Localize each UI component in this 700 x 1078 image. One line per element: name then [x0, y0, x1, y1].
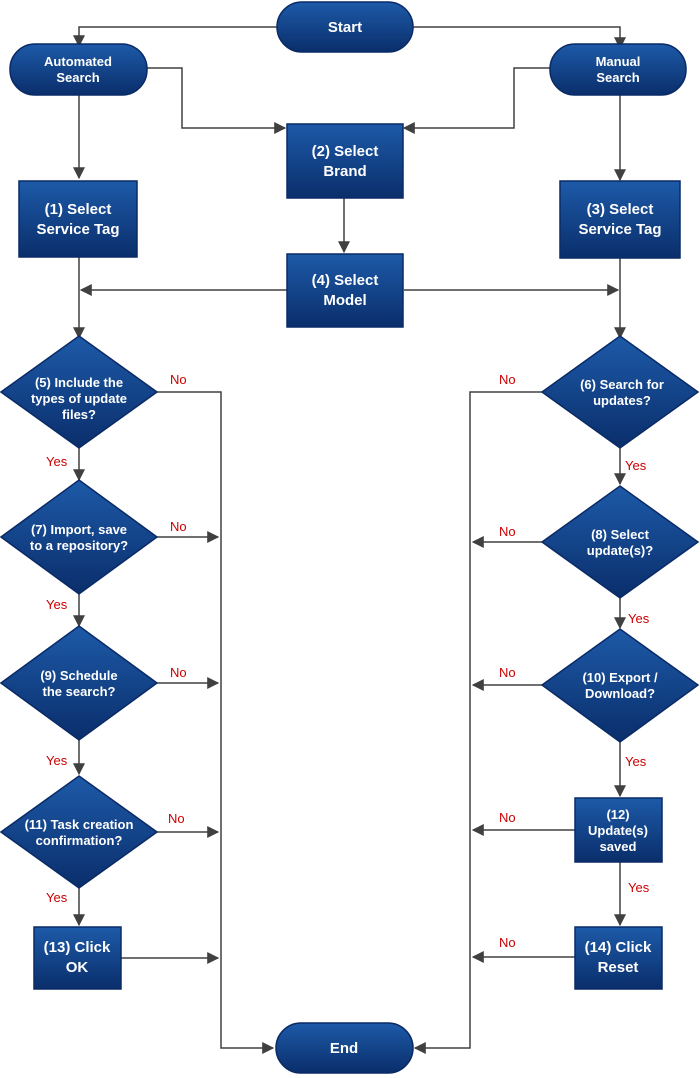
- node-line: saved: [600, 839, 637, 854]
- node-line: Automated: [44, 54, 112, 69]
- label-yes-7: Yes: [46, 597, 68, 612]
- node-line: Search: [56, 70, 99, 85]
- node-line: types of update: [31, 391, 127, 406]
- node-line: the search?: [43, 684, 116, 699]
- label-no-7: No: [170, 519, 187, 534]
- node-line: (13) Click: [44, 939, 111, 956]
- node-line: (1) Select: [45, 201, 112, 218]
- node-line: (6) Search for: [580, 377, 664, 392]
- node-line: files?: [62, 407, 96, 422]
- edge-no-6-bus: [413, 391, 543, 1054]
- node-line: End: [330, 1040, 358, 1057]
- edge-manual-to-brand: [402, 67, 550, 134]
- label-no-10: No: [499, 665, 516, 680]
- label-no-8: No: [499, 524, 516, 539]
- edge-labels: No Yes No Yes No Yes No Yes No Yes No Ye…: [46, 372, 650, 950]
- edge-start-to-manual: [413, 26, 626, 50]
- label-yes-6: Yes: [625, 458, 647, 473]
- label-no-14: No: [499, 935, 516, 950]
- node-line: Start: [328, 19, 362, 36]
- node-line: updates?: [593, 393, 651, 408]
- node-line: (12): [606, 807, 629, 822]
- node-line: (11) Task creation: [25, 817, 134, 832]
- node-line: Download?: [585, 686, 655, 701]
- label-no-11: No: [168, 811, 185, 826]
- node-line: Model: [323, 292, 366, 309]
- decision-10-node: (10) Export /Download?: [540, 628, 700, 743]
- edge-start-to-automated: [73, 26, 277, 48]
- node-line: (8) Select: [591, 527, 649, 542]
- label-yes-5: Yes: [46, 454, 68, 469]
- node-line: (14) Click: [585, 939, 652, 956]
- label-yes-8: Yes: [628, 611, 650, 626]
- edge-automated-to-brand: [147, 67, 287, 134]
- label-yes-12: Yes: [628, 880, 650, 895]
- decision-10-label: (10) Export /Download?: [582, 670, 658, 701]
- updates-saved-label: (12)Update(s)saved: [588, 807, 648, 854]
- node-line: Update(s): [588, 823, 648, 838]
- edge-no-5-bus: [157, 391, 275, 1054]
- label-no-9: No: [170, 665, 187, 680]
- node-line: update(s)?: [587, 543, 654, 558]
- start-label: Start: [328, 19, 362, 36]
- node-line: (5) Include the: [35, 375, 123, 390]
- node-line: OK: [66, 959, 89, 976]
- node-line: Brand: [323, 163, 366, 180]
- node-line: (3) Select: [587, 201, 654, 218]
- label-no-6: No: [499, 372, 516, 387]
- start-node: Start: [276, 1, 414, 53]
- label-yes-11: Yes: [46, 890, 68, 905]
- end-label: End: [330, 1040, 358, 1057]
- node-line: Search: [596, 70, 639, 85]
- end-node: End: [275, 1022, 414, 1074]
- node-line: Manual: [596, 54, 641, 69]
- node-line: (4) Select: [312, 272, 379, 289]
- node-line: (10) Export /: [582, 670, 658, 685]
- node-line: Reset: [598, 959, 639, 976]
- node-line: Service Tag: [36, 221, 119, 238]
- label-no-5: No: [170, 372, 187, 387]
- node-line: (2) Select: [312, 143, 379, 160]
- node-line: (9) Schedule: [40, 668, 117, 683]
- label-no-12: No: [499, 810, 516, 825]
- node-line: confirmation?: [36, 833, 123, 848]
- node-line: Service Tag: [578, 221, 661, 238]
- label-yes-10: Yes: [625, 754, 647, 769]
- node-line: (7) Import, save: [31, 522, 127, 537]
- label-yes-9: Yes: [46, 753, 68, 768]
- connector-lines: [73, 26, 626, 1054]
- node-line: to a repository?: [30, 538, 128, 553]
- updates-saved-node: (12)Update(s)saved: [574, 797, 663, 863]
